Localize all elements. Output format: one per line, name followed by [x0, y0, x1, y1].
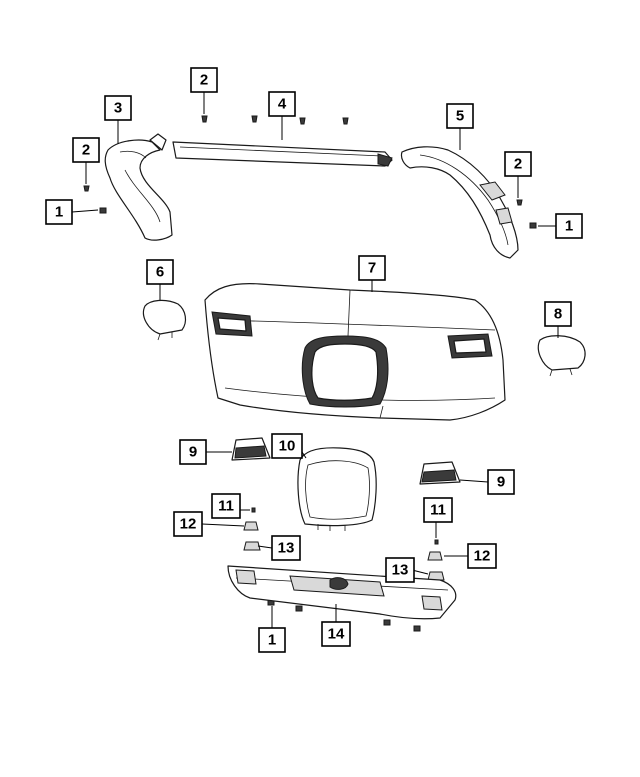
sill-trim: [227, 565, 457, 620]
left-cover: [142, 299, 187, 341]
svg-text:13: 13: [278, 540, 295, 557]
svg-text:10: 10: [279, 438, 296, 455]
svg-text:5: 5: [456, 108, 464, 125]
svg-text:7: 7: [368, 260, 376, 277]
callout-1c: 1: [258, 627, 286, 653]
svg-text:12: 12: [180, 516, 197, 533]
callout-2a: 2: [190, 67, 218, 93]
svg-text:9: 9: [497, 474, 505, 491]
callout-1a: 1: [45, 199, 73, 225]
callout-4: 4: [268, 91, 296, 117]
callout-6: 6: [146, 259, 174, 285]
callout-13b: 13: [385, 557, 415, 583]
svg-text:1: 1: [268, 632, 276, 649]
left-grille: [231, 437, 271, 461]
callout-12a: 12: [173, 511, 203, 537]
left-pillar-trim: [104, 133, 173, 241]
callout-11b: 11: [423, 497, 453, 523]
svg-text:1: 1: [55, 204, 63, 221]
right-pillar-trim: [400, 146, 519, 259]
svg-text:6: 6: [156, 264, 164, 281]
svg-text:12: 12: [474, 548, 491, 565]
liftgate-panel: [204, 283, 506, 421]
svg-text:11: 11: [218, 498, 234, 515]
callout-12b: 12: [467, 543, 497, 569]
svg-text:2: 2: [82, 142, 90, 159]
callout-13a: 13: [271, 535, 301, 561]
callout-10: 10: [271, 433, 303, 459]
callout-1b: 1: [555, 213, 583, 239]
right-cover: [537, 335, 586, 377]
svg-text:2: 2: [514, 156, 522, 173]
callout-8: 8: [544, 301, 572, 327]
svg-text:2: 2: [200, 72, 208, 89]
svg-text:11: 11: [430, 502, 446, 519]
header-trim: [172, 141, 393, 167]
right-grille: [419, 461, 461, 485]
svg-text:4: 4: [278, 96, 287, 113]
svg-text:3: 3: [114, 100, 122, 117]
fasteners: [83, 115, 537, 632]
svg-text:8: 8: [554, 306, 562, 323]
svg-text:13: 13: [392, 562, 409, 579]
callout-14: 14: [321, 621, 351, 647]
pad: [297, 447, 377, 531]
callout-5: 5: [446, 103, 474, 129]
callout-2b: 2: [72, 137, 100, 163]
callout-7: 7: [358, 255, 386, 281]
svg-text:9: 9: [189, 444, 197, 461]
callout-2c: 2: [504, 151, 532, 177]
callout-9b: 9: [487, 469, 515, 495]
callout-9a: 9: [179, 439, 207, 465]
svg-text:14: 14: [328, 626, 345, 643]
callout-11a: 11: [211, 493, 241, 519]
callout-3: 3: [104, 95, 132, 121]
svg-text:1: 1: [565, 218, 573, 235]
